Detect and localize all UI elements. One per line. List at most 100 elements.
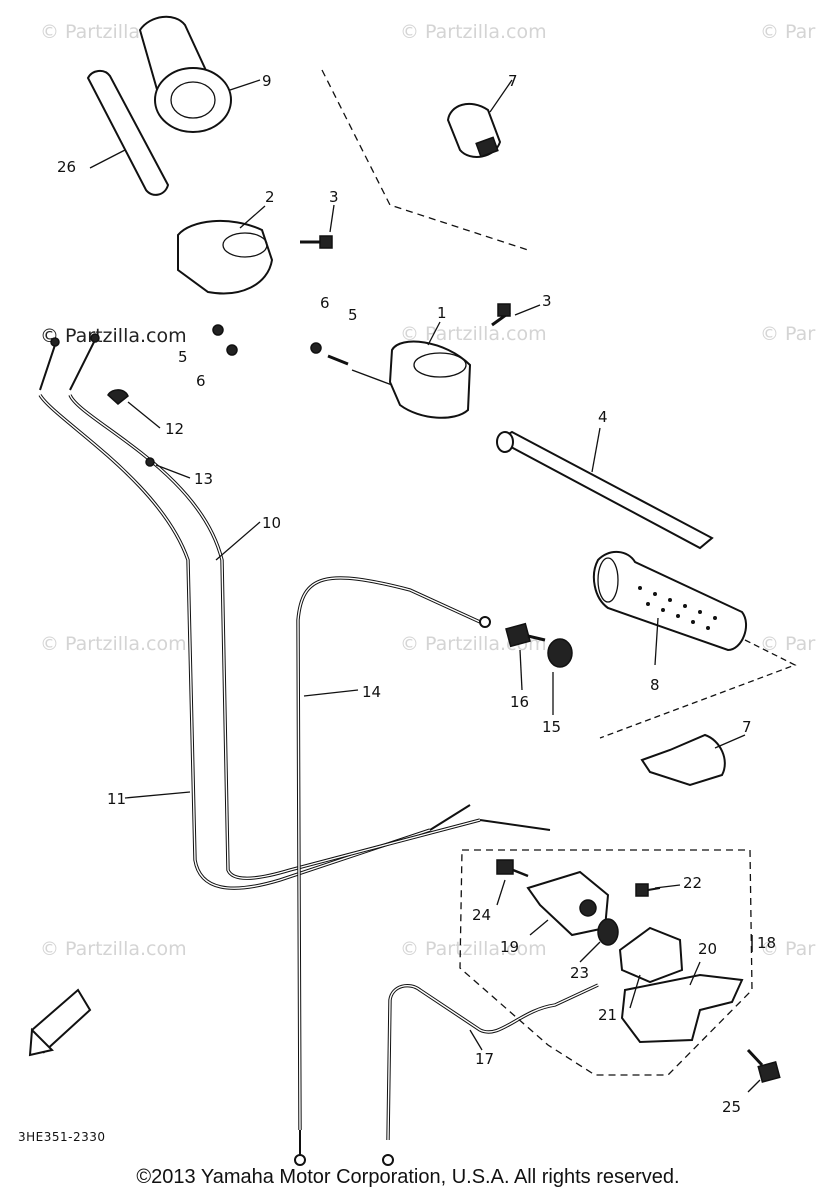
part-3-screw-right: [491, 303, 511, 327]
callout-14: 14: [362, 683, 381, 701]
callout-16: 16: [510, 693, 529, 711]
leader-line: [127, 401, 161, 429]
callout-6: 6: [320, 294, 330, 312]
callout-15: 15: [542, 718, 561, 736]
leader-line: [514, 304, 541, 316]
leader-line: [579, 941, 601, 963]
callout-9: 9: [262, 72, 272, 90]
callout-10: 10: [262, 514, 281, 532]
leader-line: [654, 617, 659, 666]
part-15-nut: [547, 638, 573, 668]
guide-line: [599, 639, 797, 739]
callout-21: 21: [598, 1006, 617, 1024]
part-5-screw-b: [327, 354, 349, 366]
assembly-18-outline: [459, 849, 753, 1076]
part-22-screw: [635, 883, 661, 897]
callout-8: 8: [650, 676, 660, 694]
part-16-adjuster: [505, 622, 546, 648]
watermark-text: © Partzilla.com: [760, 938, 816, 960]
part-21-holder: [618, 926, 684, 984]
watermark-text: © Partzilla.com: [760, 633, 816, 655]
leader-line: [529, 919, 549, 936]
part-23-washer: [597, 918, 619, 946]
callout-24: 24: [472, 906, 491, 924]
callout-23: 23: [570, 964, 589, 982]
leader-line: [689, 961, 701, 986]
drawing-code: 3HE351-2330: [18, 1130, 106, 1144]
callout-25: 25: [722, 1098, 741, 1116]
part-4-handlebar: [495, 430, 714, 550]
leader-line: [303, 689, 359, 697]
part-19-lever: [526, 870, 610, 937]
part-25-bolt: [746, 1048, 781, 1083]
callout-2: 2: [265, 188, 275, 206]
callout-13: 13: [194, 470, 213, 488]
part-throttle-grip: [138, 15, 232, 133]
guide-line: [321, 69, 529, 251]
leader-line: [714, 734, 746, 749]
watermark-text: © Partzilla.com: [760, 323, 816, 345]
callout-5: 5: [348, 306, 358, 324]
callout-12: 12: [165, 420, 184, 438]
leader-line: [229, 79, 261, 91]
part-3-screw: [300, 235, 333, 249]
leader-line: [469, 1029, 483, 1051]
callout-3: 3: [542, 292, 552, 310]
watermark-text: © Partzilla.com: [400, 938, 547, 960]
callout-7: 7: [742, 718, 752, 736]
watermark-text: © Partzilla.com: [40, 325, 187, 347]
leader-line: [747, 1079, 761, 1093]
leader-line: [519, 649, 523, 691]
leader-line: [496, 879, 506, 906]
leader-line: [591, 427, 601, 473]
leader-line: [654, 884, 681, 889]
callout-labels: 9 26 7 2 3 6 5 1 3 5 6 12 13 4 10 14 16 …: [57, 72, 776, 1116]
part-24-screw: [496, 859, 529, 878]
leader-line: [155, 464, 191, 479]
callout-1: 1: [437, 304, 447, 322]
callout-19: 19: [500, 938, 519, 956]
leader-line: [215, 521, 261, 561]
callout-18: 18: [757, 934, 776, 952]
callout-7: 7: [508, 72, 518, 90]
callout-4: 4: [598, 408, 608, 426]
part-12-clip: [107, 389, 129, 405]
callout-6: 6: [196, 372, 206, 390]
leader-line: [239, 205, 266, 229]
part-6-screw-b: [310, 342, 322, 354]
callout-20: 20: [698, 940, 717, 958]
part-8-grip: [592, 551, 747, 652]
callout-22: 22: [683, 874, 702, 892]
cable-10-11-pair: [38, 333, 551, 890]
cable-17: [382, 983, 599, 1166]
part-6-screw: [212, 324, 224, 336]
callout-3: 3: [329, 188, 339, 206]
callout-11: 11: [107, 790, 126, 808]
part-13-screw: [145, 457, 155, 467]
part-7-bar-end-top: [446, 102, 502, 158]
watermark-text: © Partzilla.com: [400, 21, 547, 43]
watermark-text: © Partzilla.com: [760, 21, 816, 43]
watermark-text: © Partzilla.com: [40, 633, 187, 655]
part-1-switch-housing: [388, 340, 472, 419]
watermark-text: © Partzilla.com: [40, 938, 187, 960]
copyright-footer: ©2013 Yamaha Motor Corporation, U.S.A. A…: [136, 1166, 680, 1188]
leader-line: [89, 149, 126, 169]
leader-line: [329, 204, 335, 233]
leader-line: [629, 974, 641, 1009]
leader-line: [427, 321, 441, 346]
callout-17: 17: [475, 1050, 494, 1068]
callout-26: 26: [57, 158, 76, 176]
part-7-bar-end-right: [640, 733, 726, 787]
leader-line: [124, 791, 191, 799]
callout-5: 5: [178, 348, 188, 366]
part-2-switch-housing: [177, 219, 274, 295]
cable-14: [294, 576, 491, 1166]
leader-line: [489, 79, 513, 113]
front-arrow-icon: [28, 988, 92, 1057]
part-20-bracket: [620, 973, 744, 1044]
leader-line: [351, 369, 393, 386]
part-26-pipe: [86, 70, 170, 196]
part-5-screw: [226, 344, 238, 356]
